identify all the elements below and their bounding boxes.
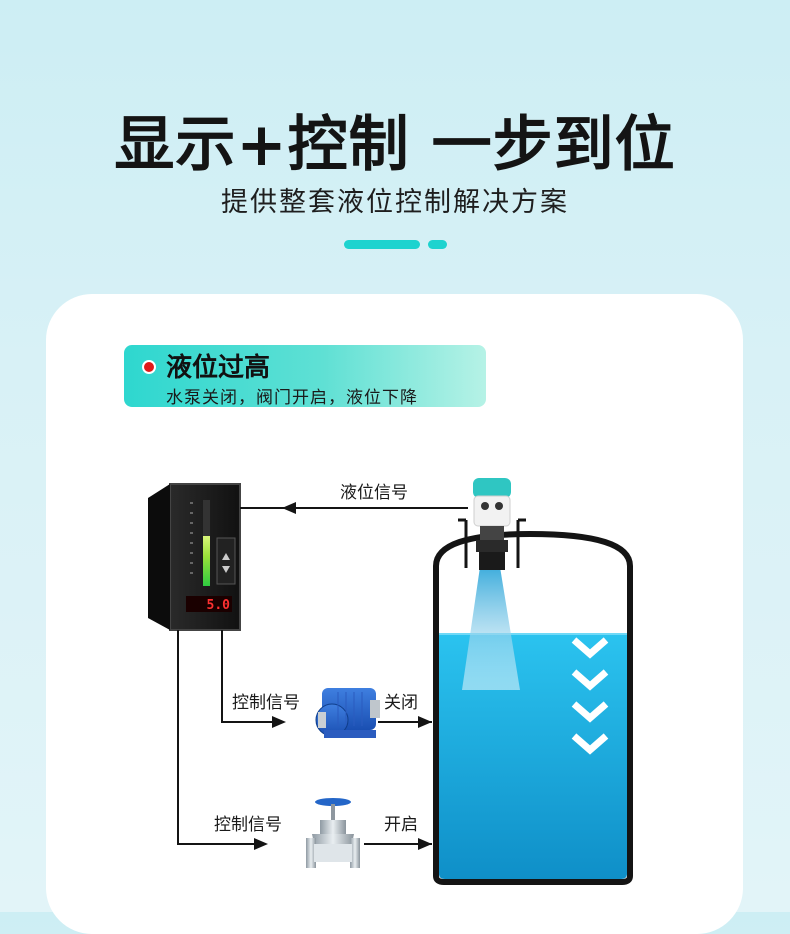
level-signal-label: 液位信号 (340, 483, 408, 503)
status-box: 液位过高 水泵关闭，阀门开启，液位下降 (124, 345, 486, 408)
chevron-down-icon (571, 733, 609, 755)
arrowheads (254, 502, 432, 850)
water-pump (315, 688, 380, 738)
chevron-down-icon (571, 669, 609, 691)
decor-dash-long (344, 240, 420, 249)
gate-valve (306, 798, 360, 868)
pump-control-signal-label: 控制信号 (232, 693, 300, 713)
controller-readout: 5.0 (207, 598, 231, 613)
level-down-chevrons (571, 637, 609, 755)
arrow-right-icon (418, 838, 432, 850)
control-diagram: 5.0 液位信号 控制信号 关闭 (148, 478, 633, 885)
page-subtitle: 提供整套液位控制解决方案 (221, 187, 569, 218)
chevron-down-icon (571, 701, 609, 723)
sensor-beam (462, 567, 520, 690)
tank-water (439, 634, 627, 879)
arrow-left-icon (282, 502, 296, 514)
tank (433, 530, 633, 885)
up-arrow-icon (222, 553, 230, 560)
alert-dot-icon (142, 360, 156, 374)
page-title: 显示+控制 一步到位 (114, 110, 676, 180)
chevron-down-icon (571, 637, 609, 659)
arrow-right-icon (254, 838, 268, 850)
ultrasonic-level-sensor (458, 478, 526, 570)
pump-control-line (221, 630, 276, 723)
arrow-right-icon (272, 716, 286, 728)
valve-control-signal-label: 控制信号 (214, 815, 282, 835)
decor-dash-short (428, 240, 447, 249)
status-description: 水泵关闭，阀门开启，液位下降 (166, 388, 418, 408)
arrow-right-icon (418, 716, 432, 728)
valve-control-line (177, 630, 262, 845)
down-arrow-icon (222, 566, 230, 573)
status-title: 液位过高 (166, 353, 271, 383)
pump-state-label: 关闭 (384, 693, 418, 713)
signal-lines (177, 507, 468, 845)
level-controller: 5.0 (148, 483, 241, 631)
valve-state-label: 开启 (384, 815, 418, 835)
